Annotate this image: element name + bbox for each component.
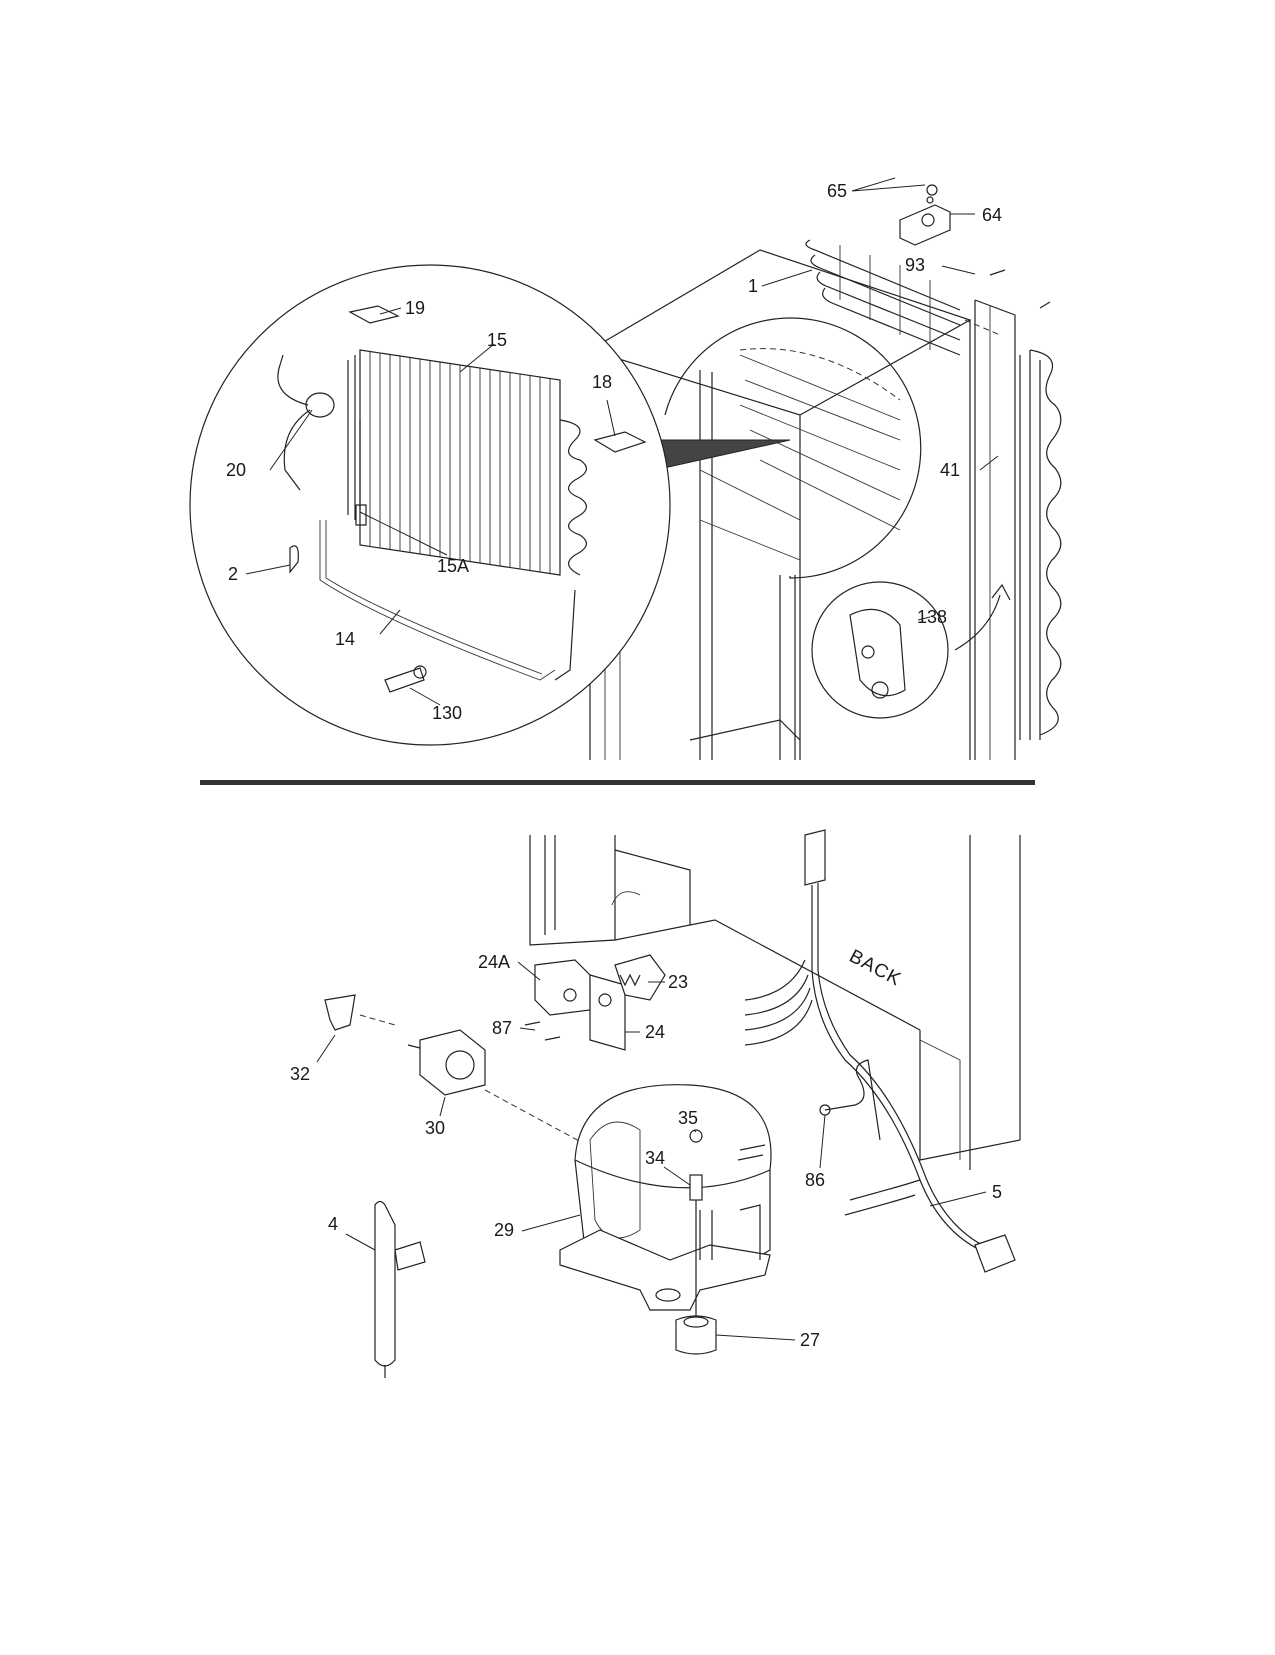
back-label: BACK	[846, 946, 905, 991]
callout-65: 65	[827, 181, 847, 201]
callout-138: 138	[917, 607, 947, 627]
callout-27: 27	[800, 1330, 820, 1350]
callout-24: 24	[645, 1022, 665, 1042]
callout-93: 93	[905, 255, 925, 275]
compressor-29	[559, 1084, 772, 1320]
callout-130: 130	[432, 703, 462, 723]
drier-4	[374, 1200, 426, 1378]
condenser-coil-top	[805, 239, 961, 356]
cover-32	[324, 994, 356, 1031]
callout-35: 35	[678, 1108, 698, 1128]
callout-19: 19	[405, 298, 425, 318]
callout-30: 30	[425, 1118, 445, 1138]
leader-lines	[245, 177, 999, 1341]
callout-24a: 24A	[478, 952, 510, 972]
callout-5: 5	[992, 1182, 1002, 1202]
section-divider	[200, 780, 1035, 785]
callout-41: 41	[940, 460, 960, 480]
callout-23: 23	[668, 972, 688, 992]
evaporator-detail-circle	[189, 264, 791, 746]
callout-87: 87	[492, 1018, 512, 1038]
callout-labels: 65 64 93 1 19 15 18 20 15A 41 2 14 138 1…	[226, 181, 1002, 1350]
hinge-bracket-64	[899, 184, 1051, 309]
callout-34: 34	[645, 1148, 665, 1168]
callout-2: 2	[228, 564, 238, 584]
relay-30	[407, 1029, 486, 1096]
callout-14: 14	[335, 629, 355, 649]
callout-1: 1	[748, 276, 758, 296]
callout-15: 15	[487, 330, 507, 350]
lower-cabinet	[529, 835, 1021, 1170]
detail-circle-138	[811, 581, 1011, 719]
callout-20: 20	[226, 460, 246, 480]
ground-wire-86	[819, 1059, 881, 1141]
condenser-coil-side	[1019, 349, 1062, 740]
power-cord-5	[744, 829, 1016, 1273]
callout-86: 86	[805, 1170, 825, 1190]
callout-29: 29	[494, 1220, 514, 1240]
grommet-27	[675, 1315, 717, 1355]
callout-32: 32	[290, 1064, 310, 1084]
relay-assembly	[524, 954, 666, 1051]
callout-18: 18	[592, 372, 612, 392]
callout-64: 64	[982, 205, 1002, 225]
callout-15a: 15A	[437, 556, 469, 576]
callout-4: 4	[328, 1214, 338, 1234]
